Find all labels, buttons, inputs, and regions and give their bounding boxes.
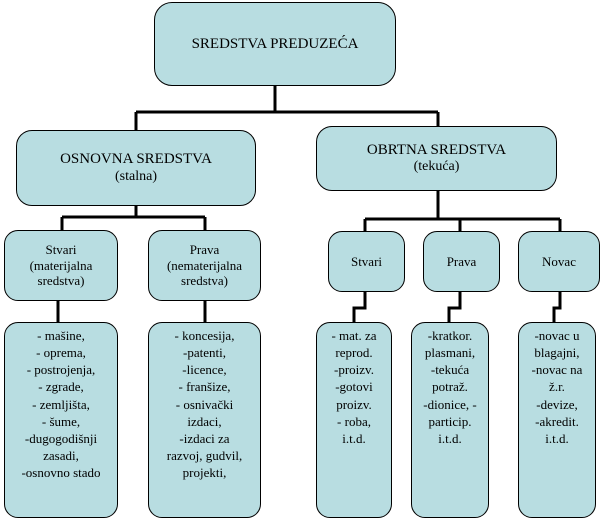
- list-item: - franšize,: [178, 379, 231, 395]
- list-item: i.t.d.: [438, 430, 462, 446]
- list-item: i.t.d.: [342, 430, 366, 446]
- list-item: reprod.: [335, 345, 373, 361]
- list-item: -izdaci za: [179, 430, 230, 446]
- osnovna-prava-line: (nematerijalna: [166, 257, 243, 273]
- osnovna-prava-line: sredstva): [181, 273, 228, 289]
- list-item: i.t.d.: [545, 430, 569, 446]
- obrtna-subtitle: (tekuća): [413, 159, 460, 175]
- osnovna-stvari-list: - mašine, - oprema, - postrojenja, - zgr…: [4, 322, 118, 518]
- list-item: -novac u: [534, 328, 580, 343]
- list-item: plasmani,: [424, 345, 476, 361]
- list-item: -dugogodišnji: [24, 430, 98, 446]
- osnovna-stvari-line: sredstva): [37, 273, 85, 289]
- osnovna-prava-line: Prava: [189, 242, 220, 258]
- list-item: -licence,: [182, 362, 227, 378]
- list-item: particip.: [428, 413, 472, 429]
- obrtna-title: OBRTNA SREDSTVA: [366, 141, 507, 158]
- list-item: ž.r.: [549, 379, 565, 395]
- obrtna-stvari-label: Stvari: [350, 253, 383, 269]
- list-item: - mat. za: [331, 328, 377, 343]
- list-item: projekti,: [182, 465, 227, 481]
- osnovna-prava-node: Prava (nematerijalna sredstva): [148, 230, 261, 301]
- root-node: SREDSTVA PREDUZEĆA: [154, 2, 396, 86]
- list-item: izdaci,: [187, 413, 222, 429]
- list-item: - zgrade,: [38, 379, 84, 395]
- osnovna-stvari-line: Stvari: [45, 242, 77, 258]
- list-item: -patenti,: [183, 345, 226, 361]
- osnovna-prava-list: - koncesija, -patenti, -licence, - franš…: [148, 322, 261, 518]
- list-item: - šume,: [41, 413, 81, 429]
- list-item: -osnovno stado: [21, 465, 101, 481]
- list-item: razvoj, gudvil,: [166, 448, 243, 464]
- list-item: proizv.: [336, 396, 372, 412]
- list-item: potraž.: [432, 379, 468, 395]
- list-item: -akredit.: [535, 413, 579, 429]
- list-item: -tekuća: [430, 362, 470, 378]
- list-item: -novac na: [531, 362, 583, 378]
- obrtna-prava-label: Prava: [446, 253, 477, 269]
- list-item: -devize,: [536, 396, 578, 412]
- list-item: blagajni,: [534, 345, 580, 361]
- osnovna-subtitle: (stalna): [115, 168, 157, 184]
- list-item: -proizv.: [334, 362, 374, 378]
- obrtna-sredstva-node: OBRTNA SREDSTVA (tekuća): [316, 126, 557, 191]
- list-item: -dionice, -: [423, 396, 477, 412]
- list-item: - osnivački: [175, 396, 234, 412]
- list-item: - zemljišta,: [32, 396, 90, 412]
- osnovna-title: OSNOVNA SREDSTVA: [60, 151, 212, 168]
- obrtna-prava-node: Prava: [423, 231, 500, 292]
- obrtna-novac-label: Novac: [542, 253, 576, 269]
- list-item: zasadi,: [43, 448, 79, 464]
- list-item: -gotovi: [335, 379, 373, 395]
- osnovna-stvari-node: Stvari (materijalna sredstva): [4, 230, 118, 301]
- list-item: - oprema,: [36, 345, 86, 361]
- list-item: -kratkor.: [427, 328, 473, 343]
- obrtna-stvari-list: - mat. za reprod. -proizv. -gotovi proiz…: [316, 322, 392, 518]
- root-label: SREDSTVA PREDUZEĆA: [191, 36, 359, 52]
- obrtna-novac-list: -novac u blagajni, -novac na ž.r. -deviz…: [518, 322, 596, 518]
- list-item: - postrojenja,: [26, 362, 96, 378]
- osnovna-stvari-line: (materijalna: [29, 257, 93, 273]
- list-item: - roba,: [337, 413, 371, 429]
- obrtna-novac-node: Novac: [518, 231, 600, 292]
- obrtna-stvari-node: Stvari: [328, 231, 405, 292]
- list-item: - mašine,: [37, 328, 85, 343]
- obrtna-prava-list: -kratkor. plasmani, -tekuća potraž. -dio…: [411, 322, 489, 518]
- list-item: - koncesija,: [174, 328, 235, 343]
- osnovna-sredstva-node: OSNOVNA SREDSTVA (stalna): [16, 130, 256, 206]
